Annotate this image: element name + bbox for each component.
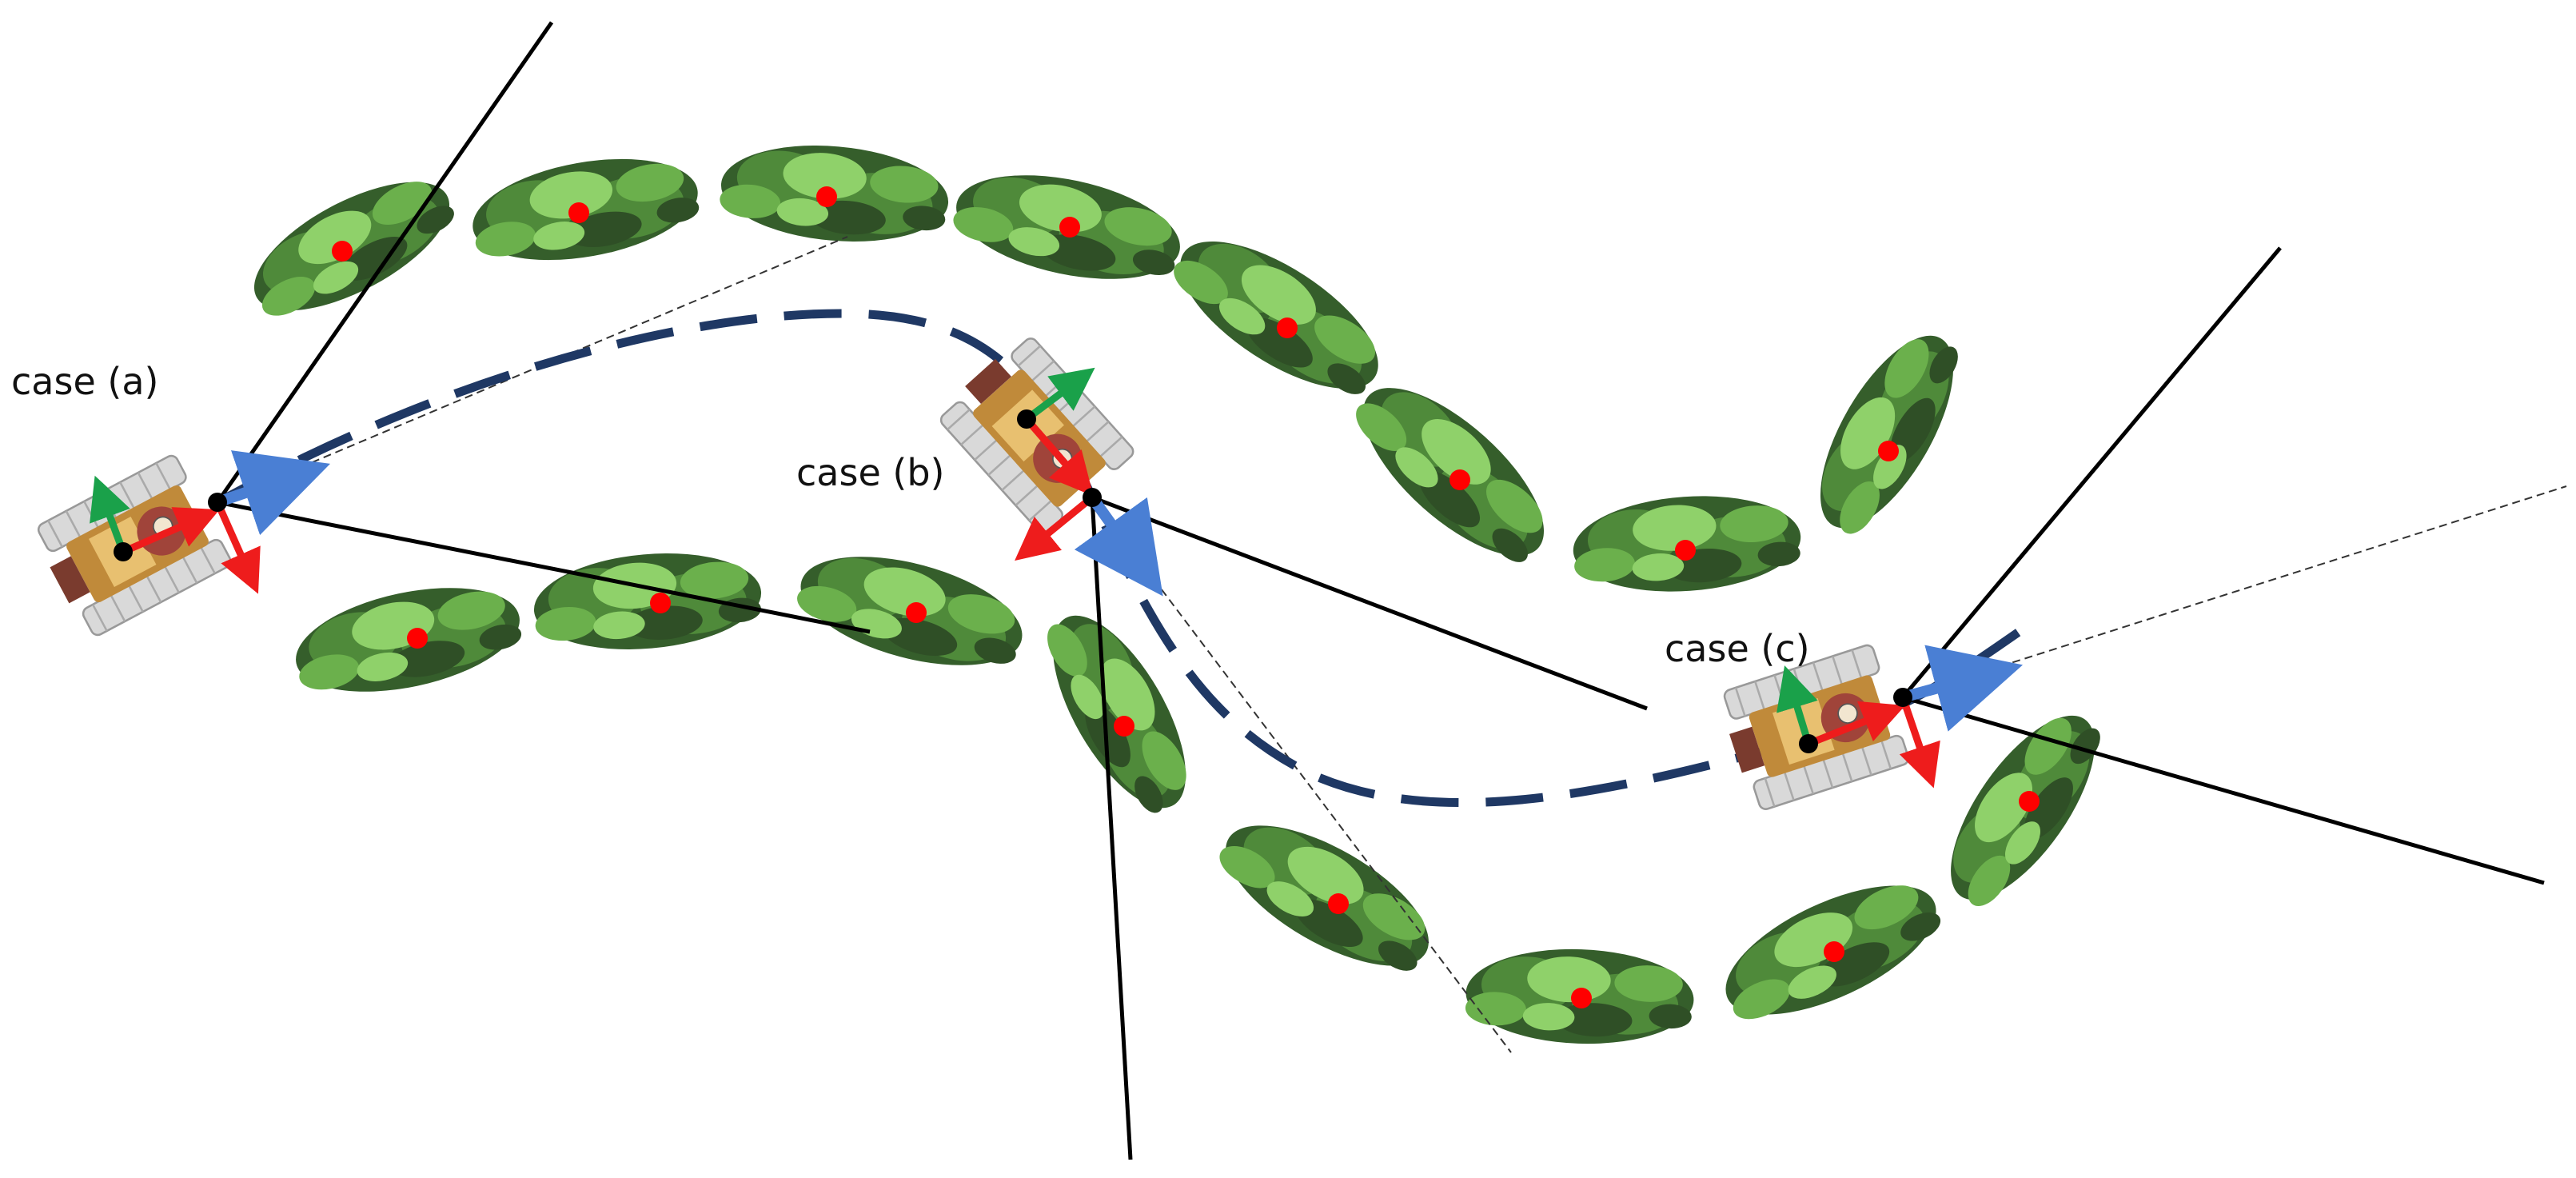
reference-line-c [1902, 485, 2567, 698]
axis-forward-arrow [1901, 645, 2024, 732]
reference-line-a [217, 236, 848, 503]
plant-center-dot [1675, 540, 1696, 561]
plant-center-dot [650, 593, 671, 613]
axis-red-inner-arrow [1807, 701, 1906, 748]
axis-red-arrow [1015, 494, 1095, 561]
plant-center-dot [1328, 893, 1349, 914]
plant-center-markers [332, 186, 2040, 1008]
robot-center-dot [1799, 734, 1818, 753]
case-b-label: case (b) [796, 451, 945, 494]
axis-red-arrow [213, 501, 261, 594]
plant-center-dot [1824, 941, 1844, 962]
plant-center-dot [1571, 988, 1592, 1008]
fov-line-a-upper [215, 21, 554, 504]
plant-center-dot [332, 241, 353, 262]
plant-canopy-icon [529, 544, 766, 659]
plant-center-dot [1449, 469, 1470, 490]
robot-center-dot [114, 542, 133, 561]
plant-center-dot [1878, 441, 1899, 461]
axis-red-inner-arrow [122, 507, 220, 556]
robot-center-dot [1017, 409, 1036, 429]
plant-center-dot [1114, 716, 1134, 737]
axis-red-inner-arrow [1023, 417, 1094, 497]
lower-crop-row [286, 536, 2122, 1048]
sensor-origin-dot [1893, 688, 1912, 707]
axis-green-arrow [1776, 665, 1818, 745]
sensor-origin-dot [208, 493, 227, 512]
plant-canopy-icon [1794, 316, 1980, 548]
case-a-label: case (a) [11, 360, 159, 403]
axis-green-arrow [1024, 367, 1095, 422]
plant-canopy-icon [1027, 596, 1212, 828]
sensor-origin-dot [1083, 488, 1102, 507]
plant-canopy-icon [1205, 797, 1449, 994]
plant-center-dot [2019, 791, 2040, 812]
plant-center-dot [1277, 317, 1298, 338]
robot-case-a [29, 450, 331, 642]
plant-canopy-icon [1158, 213, 1401, 417]
fov-line-b-right [1091, 495, 1648, 711]
plant-center-dot [1059, 217, 1080, 238]
axis-forward-arrow [1074, 493, 1163, 597]
axis-forward-arrow [215, 450, 331, 536]
axis-green-arrow [90, 475, 130, 553]
robot-case-c [1715, 642, 2024, 814]
robot-case-b [932, 329, 1163, 597]
plant-center-dot [816, 186, 837, 207]
axis-red-arrow [1899, 696, 1940, 789]
case-c-label: case (c) [1665, 627, 1810, 670]
plant-center-dot [407, 628, 428, 649]
plant-center-dot [568, 202, 589, 223]
plant-center-dot [906, 602, 927, 623]
fov-line-c-upper [1901, 246, 2282, 699]
fov-line-b-left [1090, 497, 1133, 1160]
